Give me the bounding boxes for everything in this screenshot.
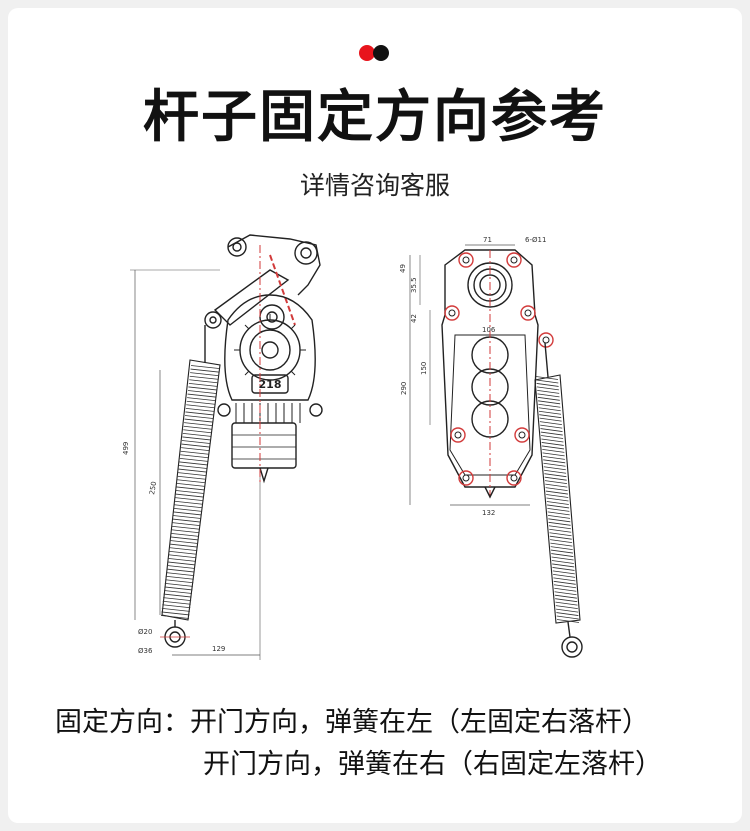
decorative-dots — [359, 45, 393, 61]
mounting-hole-center — [454, 431, 462, 439]
mounting-hole — [458, 470, 474, 486]
dim-spring-length: 250 — [148, 481, 158, 496]
mounting-hole — [520, 305, 536, 321]
mounting-hole — [444, 305, 460, 321]
mounting-hole-center — [542, 336, 550, 344]
page-title: 杆子固定方向参考 — [143, 85, 607, 150]
mounting-hole-center — [510, 474, 518, 482]
dim-d1: 49 — [399, 264, 407, 273]
direction-note-1: 固定方向：开门方向，弹簧在左（左固定右落杆） — [55, 707, 649, 738]
mounting-hole — [506, 252, 522, 268]
dim-inner-width: 106 — [482, 326, 496, 334]
direction-note-2: 开门方向，弹簧在右（右固定左落杆） — [203, 749, 662, 780]
mounting-hole-center — [462, 256, 470, 264]
page-subtitle: 详情咨询客服 — [299, 171, 450, 200]
mounting-hole — [514, 427, 530, 443]
dim-bottom-width: 132 — [482, 509, 495, 517]
mounting-hole-center — [510, 256, 518, 264]
mounting-hole-center — [462, 474, 470, 482]
right-spring-coils — [535, 376, 580, 623]
technical-drawing: 218 499 250 Ø20 Ø36 129 — [122, 234, 583, 660]
right-front-view: 71 6-Ø11 49 35.5 42 106 150 290 132 — [399, 236, 583, 658]
mounting-hole-center — [524, 309, 532, 317]
dim-ring-inner: Ø20 — [138, 628, 152, 636]
black-dot — [373, 45, 389, 61]
dim-d4: 150 — [420, 362, 428, 375]
mounting-hole — [458, 252, 474, 268]
mounting-hole — [506, 470, 522, 486]
dim-horizontal: 129 — [212, 645, 225, 653]
left-spring-coils — [160, 365, 220, 619]
dim-d2: 35.5 — [410, 277, 418, 293]
dim-d5: 290 — [400, 382, 408, 395]
dim-d3: 42 — [410, 314, 418, 323]
red-dot — [359, 45, 375, 61]
left-side-view: 218 499 250 Ø20 Ø36 129 — [122, 234, 323, 660]
mounting-hole-center — [518, 431, 526, 439]
dim-hole: 6-Ø11 — [525, 236, 546, 244]
dim-total-height: 499 — [122, 442, 130, 455]
content-card — [8, 8, 742, 823]
dim-top-width: 71 — [483, 236, 492, 244]
mounting-hole-center — [448, 309, 456, 317]
mounting-hole — [450, 427, 466, 443]
mounting-hole — [538, 332, 554, 348]
gear-label: 218 — [259, 378, 282, 391]
dim-ring-outer: Ø36 — [138, 647, 153, 655]
